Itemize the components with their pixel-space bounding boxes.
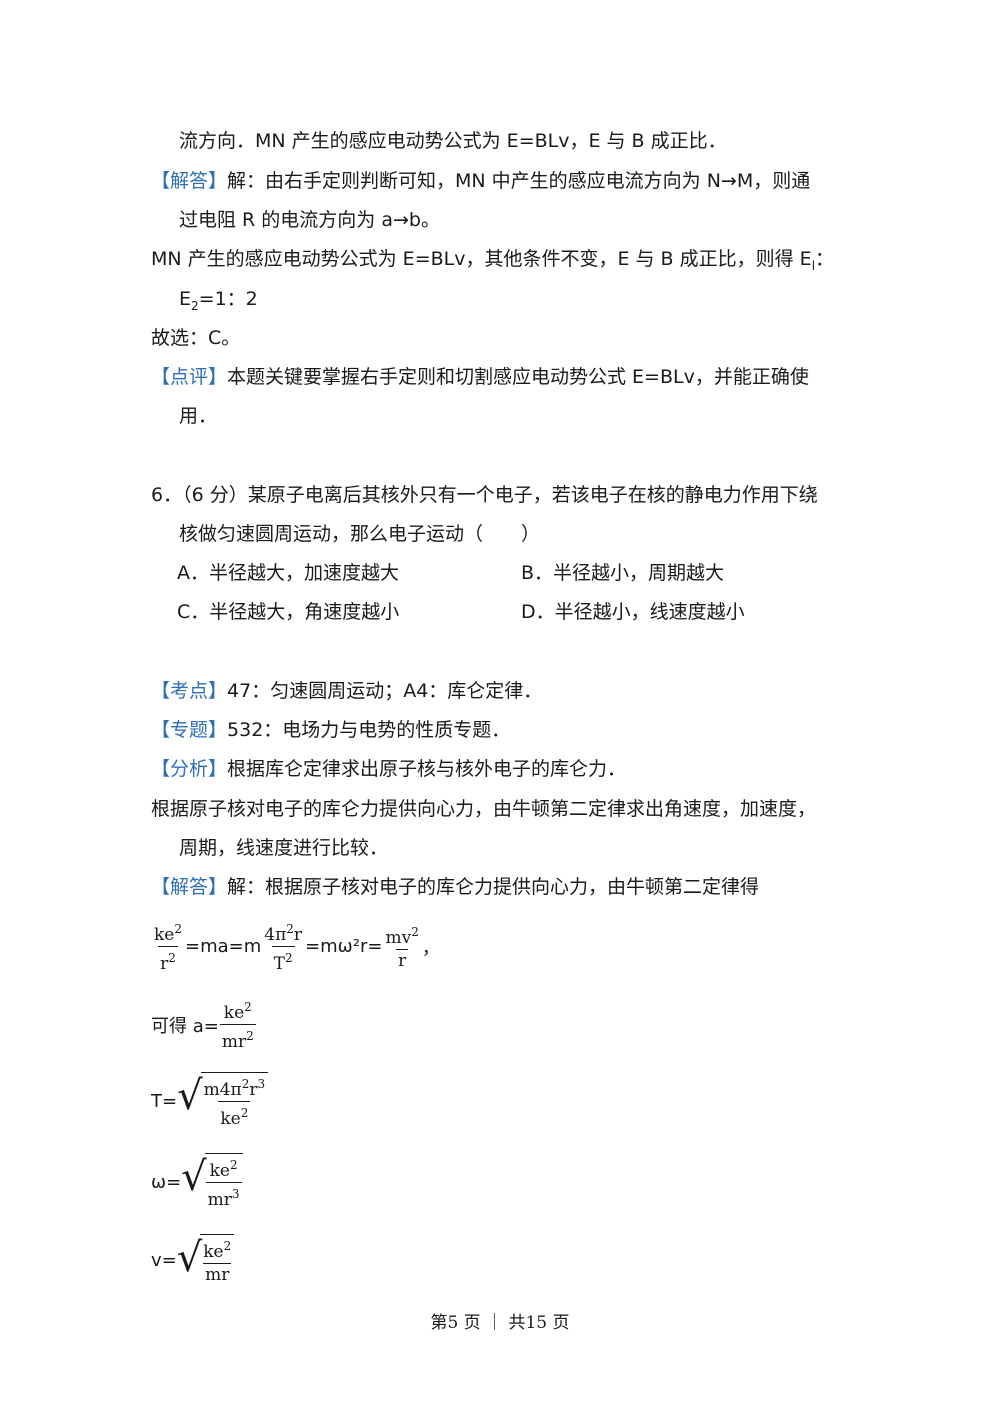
text-line: 【点评】本题关键要掌握右手定则和切割感应电动势公式 E=BLv，并能正确使 — [151, 366, 809, 388]
section-tag: 【考点】 — [151, 680, 228, 702]
fraction: 4π2r T2 — [264, 922, 303, 974]
equation-omega: ω= √ ke2 mr3 — [151, 1153, 243, 1211]
equation-v: v= √ ke2 mr — [151, 1234, 235, 1286]
section-tag: 【专题】 — [151, 719, 228, 741]
equation-a: 可得 a= ke2 mr2 — [151, 1000, 256, 1052]
text-line: 流方向．MN 产生的感应电动势公式为 E=BLv，E 与 B 成正比． — [179, 130, 727, 152]
option-b: B．半径越小，周期越大 — [521, 562, 725, 584]
equation-main: ke2 r2 =ma=m 4π2r T2 =mω²r= mv2 r ， — [151, 918, 440, 975]
section-tag: 【点评】 — [151, 366, 228, 388]
text-line: 周期，线速度进行比较． — [179, 837, 389, 859]
text-line: 【解答】解：根据原子核对电子的库仑力提供向心力，由牛顿第二定律得 — [151, 876, 760, 898]
sqrt-sign: √ ke2 mr3 — [181, 1153, 243, 1211]
section-tag: 【解答】 — [151, 876, 228, 898]
section-tag: 【解答】 — [151, 170, 228, 192]
fraction: ke2 r2 — [154, 922, 183, 974]
text-line: 用． — [179, 405, 218, 427]
equation-t: T= √ m4π2r3 ke2 — [151, 1072, 269, 1130]
text-line: 根据原子核对电子的库仑力提供向心力，由牛顿第二定律求出角速度，加速度， — [151, 798, 817, 820]
question-stem: 核做匀速圆周运动，那么电子运动（ ） — [179, 523, 541, 545]
question-stem: 6．（6 分）某原子电离后其核外只有一个电子，若该电子在核的静电力作用下绕 — [151, 484, 818, 506]
text-line: 过电阻 R 的电流方向为 a→b。 — [179, 209, 440, 231]
option-d: D．半径越小，线速度越小 — [521, 601, 745, 623]
option-c: C．半径越大，角速度越小 — [177, 601, 400, 623]
sqrt-sign: √ m4π2r3 ke2 — [177, 1072, 269, 1130]
text-line: 【解答】解：由右手定则判断可知，MN 中产生的感应电流方向为 N→M，则通 — [151, 170, 811, 192]
sqrt-sign: √ ke2 mr — [177, 1234, 235, 1286]
section-tag: 【分析】 — [151, 758, 228, 780]
fraction: mv2 r — [385, 925, 419, 971]
text-line: 故选：C。 — [151, 327, 241, 349]
text-line: 【分析】根据库仑定律求出原子核与核外电子的库仑力． — [151, 758, 627, 780]
text-line: 【专题】532：电场力与电势的性质专题． — [151, 719, 511, 741]
text-line: MN 产生的感应电动势公式为 E=BLv，其他条件不变，E 与 B 成正比，则得… — [151, 248, 835, 273]
text-line: 【考点】47：匀速圆周运动；A4：库仑定律． — [151, 680, 543, 702]
page-footer: 第5 页 ｜ 共15 页 — [430, 1313, 570, 1333]
text-line: E2=1：2 — [179, 288, 258, 313]
option-a: A．半径越大，加速度越大 — [177, 562, 399, 584]
